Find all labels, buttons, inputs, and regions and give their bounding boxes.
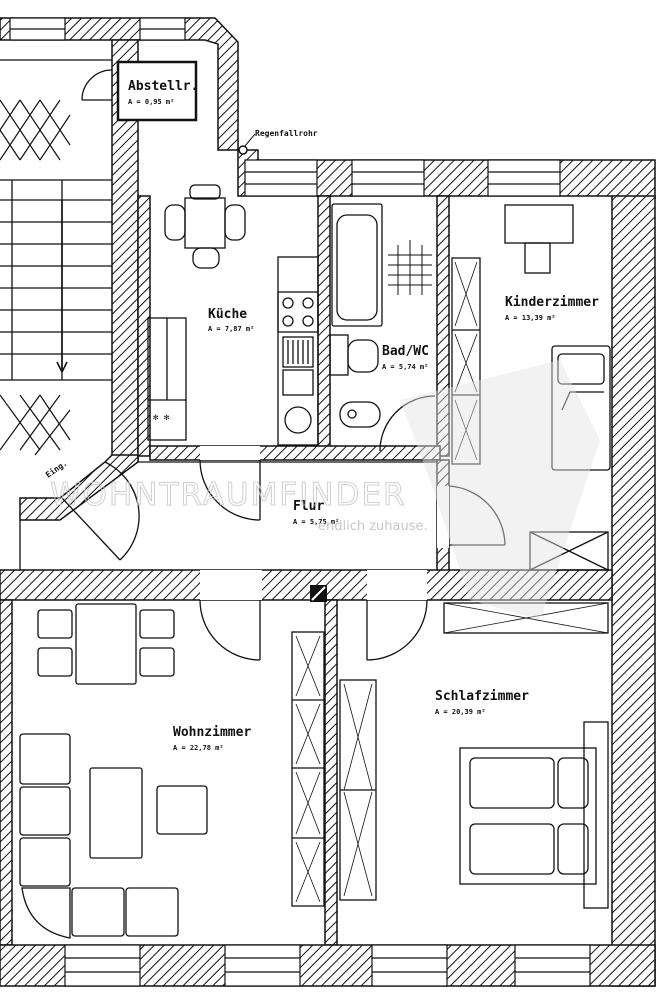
downpipe-icon (238, 145, 248, 155)
kids-room (448, 204, 611, 571)
watermark: WOHNTRAUMFINDER endlich zuhause. (50, 360, 600, 620)
kitchen: ✻ ✻ (147, 184, 319, 521)
abstell-area: A = 0,95 m² (128, 98, 174, 106)
kids-room-name: Kinderzimmer (505, 295, 599, 310)
watermark-tagline: endlich zuhause. (318, 519, 428, 534)
living-room (19, 599, 325, 939)
hallway (19, 461, 437, 570)
bedroom-name: Schlafzimmer (435, 689, 529, 704)
hallway-name: Flur (293, 499, 324, 514)
kitchen-area: A = 7,87 m² (208, 325, 254, 333)
abstell-name: Abstellr. (128, 79, 198, 94)
bedroom-area: A = 20,39 m² (435, 708, 486, 716)
abstell-room: Abstellr. A = 0,95 m² (116, 60, 198, 122)
kids-room-area: A = 13,39 m² (505, 314, 556, 322)
kitchen-name: Küche (208, 307, 247, 322)
living-room-area: A = 22,78 m² (173, 744, 224, 752)
bath-area: A = 5,74 m² (382, 363, 428, 371)
bathroom (329, 203, 436, 452)
bedroom (339, 599, 609, 909)
windows (9, 17, 591, 987)
watermark-logo-icon (400, 360, 600, 620)
bath-name: Bad/WC (382, 344, 429, 359)
stairwell (0, 59, 113, 456)
watermark-brand: WOHNTRAUMFINDER (50, 477, 407, 513)
downpipe-label: Regenfallrohr (255, 129, 318, 138)
living-room-name: Wohnzimmer (173, 725, 251, 740)
hallway-area: A = 5,75 m² (293, 518, 339, 526)
svg-text:✻ ✻: ✻ ✻ (153, 413, 170, 423)
